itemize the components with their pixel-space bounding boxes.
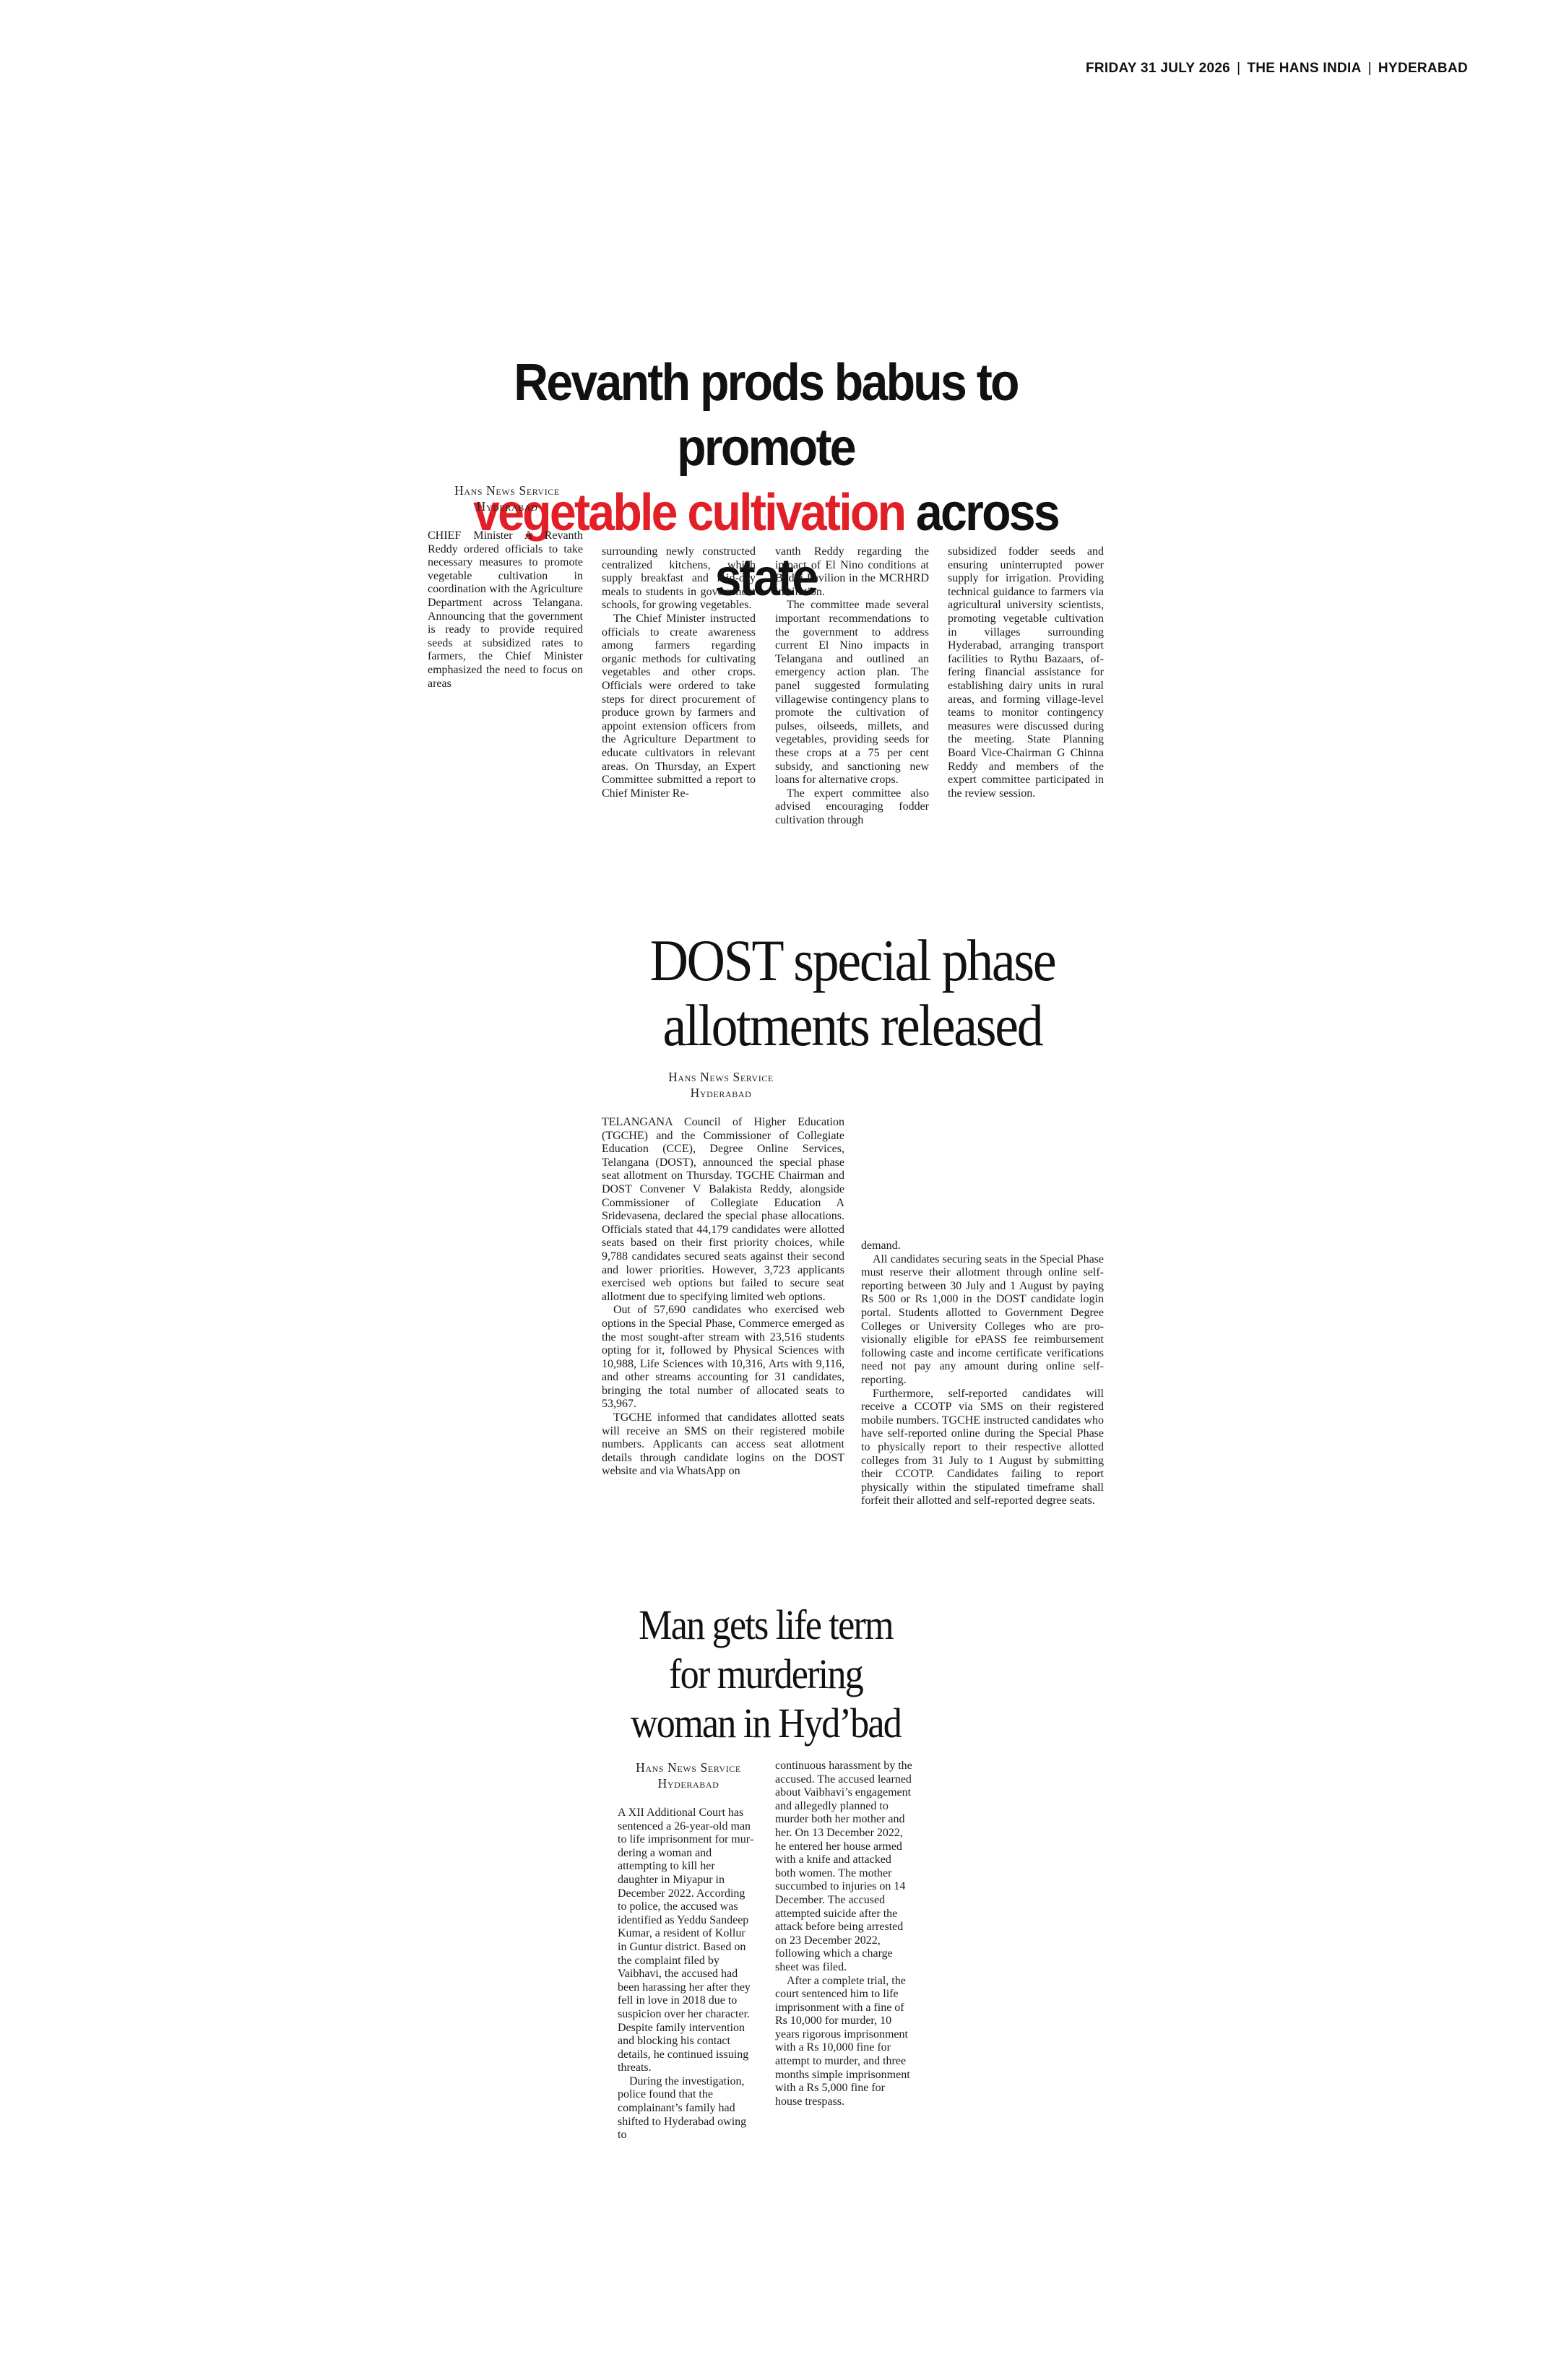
paragraph: CHIEF Minister A Revanth Reddy ordered o… bbox=[428, 529, 583, 690]
headline-line-2: for murdering bbox=[669, 1650, 864, 1697]
paragraph: continuous harassment by the accused. Th… bbox=[775, 1760, 912, 1973]
paragraph: demand. bbox=[861, 1239, 901, 1252]
headline-line-3: woman in Hyd’bad bbox=[630, 1700, 902, 1747]
headline-highlight: vegetable cultivation bbox=[473, 484, 907, 542]
column-4: subsidized fodder seeds and ensuring uni… bbox=[948, 545, 1104, 800]
headline-line-1: DOST special phase bbox=[649, 927, 1057, 993]
byline-agency: Hans News Service bbox=[668, 1070, 774, 1084]
headline: Man gets life term for murdering woman i… bbox=[610, 1601, 922, 1748]
byline-place: Hyderabad bbox=[476, 499, 538, 514]
column-1: A XII Additional Court has sentenced a 2… bbox=[618, 1806, 755, 2142]
headline-rest: across state bbox=[714, 484, 1060, 607]
paragraph: All candidates securing seats in the Spe… bbox=[861, 1252, 1104, 1386]
paragraph: The committee made several important rec… bbox=[775, 599, 929, 787]
byline: Hans News Service Hyderabad bbox=[641, 1069, 800, 1101]
paragraph: TELANGANA Council of Higher Educa­tion (… bbox=[602, 1116, 844, 1303]
paragraph: The Chief Minister in­structed officials… bbox=[602, 612, 756, 800]
column-2: demand. All candidates securing seats in… bbox=[861, 1239, 1104, 1508]
issue-date: FRIDAY 31 JULY 2026 bbox=[1086, 61, 1231, 76]
column-3: vanth Reddy regarding the impact of El N… bbox=[775, 545, 929, 827]
headline: DOST special phase allotments released bbox=[592, 928, 1112, 1058]
paragraph: After a complete trial, the court sen­te… bbox=[775, 1974, 910, 2108]
byline: Hans News Service Hyderabad bbox=[616, 1760, 761, 1791]
byline-place: Hyderabad bbox=[657, 1776, 719, 1791]
paragraph: subsidized fodder seeds and ensuring uni… bbox=[948, 545, 1104, 800]
separator: | bbox=[1367, 61, 1372, 76]
separator: | bbox=[1237, 61, 1241, 76]
page-header: FRIDAY 31 JULY 2026 | THE HANS INDIA | HYDER… bbox=[1086, 61, 1468, 77]
paragraph: surrounding newly con­structed centraliz… bbox=[602, 545, 756, 612]
paragraph: The expert committee also advised encour… bbox=[775, 787, 929, 826]
paragraph: Furthermore, self-reported candidates wi… bbox=[861, 1387, 1104, 1507]
paragraph: During the investi­gation, police found … bbox=[618, 2074, 747, 2142]
headline-line-1: Revanth prods babus to promote bbox=[514, 354, 1019, 477]
byline-agency: Hans News Service bbox=[454, 483, 560, 498]
edition-city: HYDERABAD bbox=[1378, 61, 1468, 76]
newspaper-name: THE HANS INDIA bbox=[1247, 61, 1362, 76]
paragraph: A XII Additional Court has sentenced a 2… bbox=[618, 1806, 754, 2074]
column-1: CHIEF Minister A Revanth Reddy ordered o… bbox=[428, 529, 583, 691]
column-2: continuous harassment by the accused. Th… bbox=[775, 1760, 912, 2108]
byline-place: Hyderabad bbox=[690, 1086, 752, 1100]
paragraph: Out of 57,690 candidates who exercised w… bbox=[602, 1304, 844, 1411]
paragraph: vanth Reddy regarding the impact of El N… bbox=[775, 545, 929, 598]
column-2: surrounding newly con­structed centraliz… bbox=[602, 545, 756, 800]
column-1: TELANGANA Council of Higher Educa­tion (… bbox=[602, 1116, 844, 1479]
byline: Hans News Service Hyderabad bbox=[428, 483, 587, 514]
headline-line-1: Man gets life term bbox=[639, 1601, 894, 1648]
headline-line-2: vegetable cultivation across state bbox=[433, 480, 1098, 610]
paragraph: TGCHE informed that candidates allotted … bbox=[602, 1411, 844, 1478]
headline-line-2: allotments released bbox=[662, 992, 1044, 1058]
headline: Revanth prods babus to promote vegetable… bbox=[433, 350, 1098, 610]
byline-agency: Hans News Service bbox=[636, 1760, 741, 1775]
